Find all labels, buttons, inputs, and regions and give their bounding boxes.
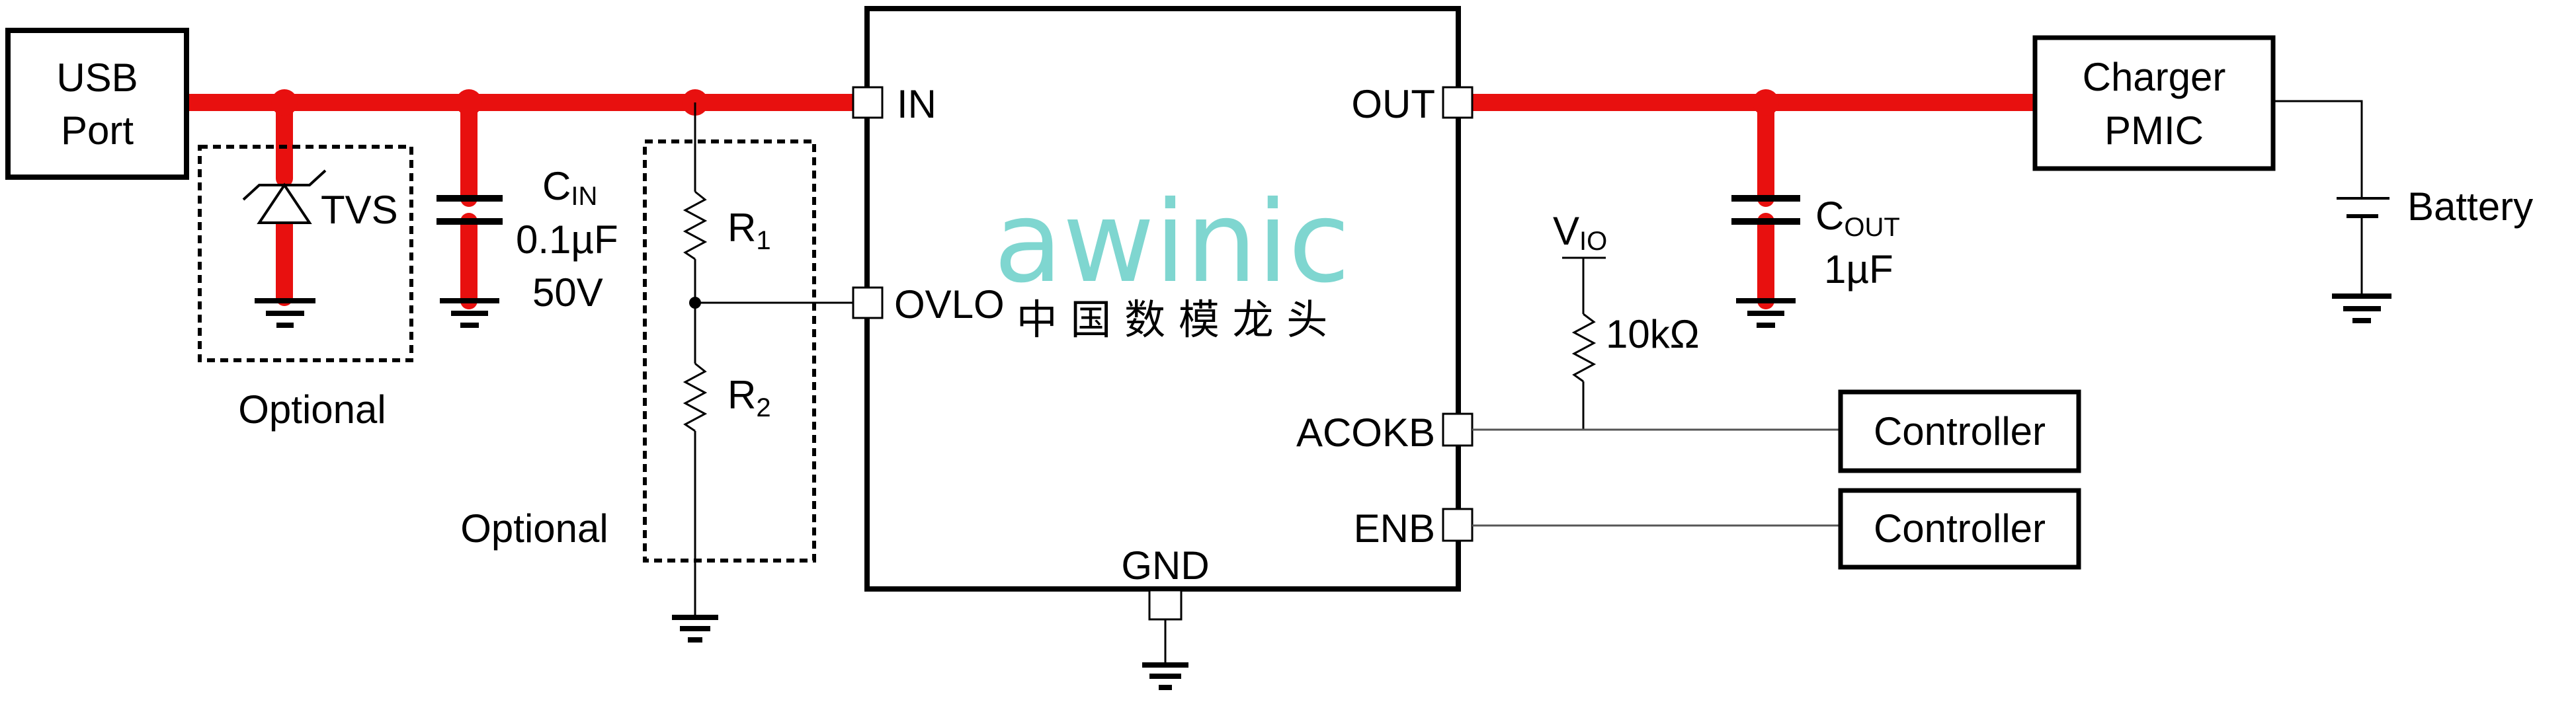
charger-label-2: PMIC bbox=[2104, 108, 2204, 153]
cin-value: 0.1µF bbox=[516, 217, 618, 262]
pullup-resistor-icon bbox=[1571, 313, 1597, 383]
divider-optional-box bbox=[643, 139, 816, 563]
pin-acokb-label: ACOKB bbox=[1296, 410, 1435, 455]
usb-label-1: USB bbox=[56, 56, 138, 100]
junction-cin bbox=[456, 89, 482, 116]
tvs-diode-icon bbox=[242, 169, 327, 224]
battery-icon bbox=[2337, 197, 2389, 218]
ground-icon bbox=[1142, 662, 1188, 690]
controller-block-2 bbox=[1838, 488, 2081, 570]
pin-out bbox=[1442, 86, 1474, 119]
junction-cout bbox=[1753, 89, 1779, 116]
ground-icon bbox=[2332, 293, 2391, 323]
pin-acokb bbox=[1442, 412, 1474, 447]
junctions bbox=[271, 89, 1779, 116]
usb-label-2: Port bbox=[61, 108, 134, 153]
usb-port-block bbox=[5, 28, 189, 180]
pullup-value: 10kΩ bbox=[1606, 312, 1700, 356]
pin-enb bbox=[1442, 508, 1474, 542]
charger-pmic-block bbox=[2032, 35, 2276, 171]
ground-icon bbox=[1736, 298, 1796, 328]
pin-gnd-label: GND bbox=[1121, 543, 1209, 588]
tvs-label: TVS bbox=[321, 188, 398, 232]
watermark-brand: awinic bbox=[994, 177, 1350, 308]
vio-label: VIO bbox=[1553, 209, 1607, 256]
controller-label-2: Controller bbox=[1874, 506, 2046, 551]
pin-enb-label: ENB bbox=[1354, 506, 1435, 551]
cin-capacitor-icon bbox=[436, 195, 503, 225]
pin-in-label: IN bbox=[897, 82, 936, 126]
pullup-wires bbox=[1472, 256, 1841, 527]
pin-out-label: OUT bbox=[1351, 82, 1435, 126]
junction-tvs bbox=[271, 89, 298, 116]
r1-resistor-icon bbox=[683, 190, 708, 260]
pin-ovlo bbox=[852, 286, 884, 319]
cout-label: COUT bbox=[1815, 194, 1900, 242]
watermark-tagline: 中 国 数 模 龙 头 bbox=[1017, 295, 1328, 344]
pin-ovlo-label: OVLO bbox=[894, 282, 1005, 327]
cout-value: 1µF bbox=[1824, 247, 1893, 292]
battery-label: Battery bbox=[2407, 184, 2533, 229]
ground-icon bbox=[672, 615, 718, 643]
ground-icon bbox=[440, 298, 499, 328]
ovp-chip bbox=[864, 6, 1461, 592]
cin-rating: 50V bbox=[532, 270, 603, 315]
r1-label: R1 bbox=[727, 206, 771, 255]
ovlo-junction bbox=[689, 297, 701, 309]
divider-wires bbox=[683, 102, 854, 617]
controller-block-1 bbox=[1838, 389, 2081, 473]
chip-pins bbox=[852, 86, 1474, 621]
pin-in bbox=[852, 86, 884, 119]
cout-capacitor-icon bbox=[1731, 195, 1800, 225]
charger-label-1: Charger bbox=[2083, 55, 2226, 99]
controller-label-1: Controller bbox=[1874, 409, 2046, 453]
pin-gnd bbox=[1148, 589, 1183, 621]
ground-icon bbox=[255, 298, 315, 328]
cin-label: CIN bbox=[542, 164, 597, 211]
tvs-optional-label: Optional bbox=[238, 387, 386, 432]
r2-label: R2 bbox=[727, 373, 771, 422]
r2-resistor-icon bbox=[683, 362, 708, 432]
tvs-optional-box bbox=[198, 145, 413, 362]
divider-optional-label: Optional bbox=[460, 506, 608, 551]
battery-wires bbox=[2273, 100, 2363, 296]
